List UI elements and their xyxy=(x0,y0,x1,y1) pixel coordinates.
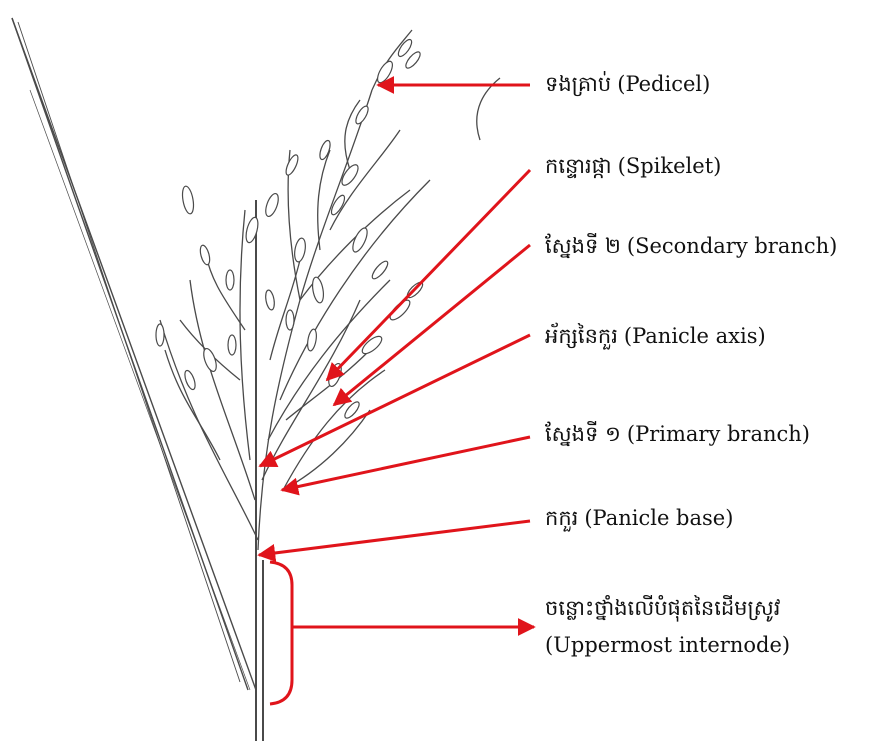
label-uppermost-internode: ចន្លោះថ្នាំងលើបំផុតនៃដើមស្រូវ (Uppermost… xyxy=(545,598,790,656)
label-panicle-axis: អ័ក្សនៃកួរ(Panicle axis) xyxy=(545,326,766,347)
label-panicle-base-km: កកួរ xyxy=(545,506,578,530)
label-primary-branch-km: ស្នែងទី ១ xyxy=(545,422,621,446)
panicle-branches xyxy=(160,30,500,550)
label-primary-branch-en: (Primary branch) xyxy=(627,422,810,446)
label-panicle-axis-km: អ័ក្សនៃកួរ xyxy=(545,324,618,348)
label-spikelet: កន្ទោរផ្កា(Spikelet) xyxy=(545,156,721,177)
label-spikelet-en: (Spikelet) xyxy=(618,154,722,178)
flag-leaf xyxy=(12,18,256,690)
label-panicle-base: កកួរ(Panicle base) xyxy=(545,508,733,529)
label-primary-branch: ស្នែងទី ១(Primary branch) xyxy=(545,424,810,445)
label-spikelet-km: កន្ទោរផ្កា xyxy=(545,154,612,178)
label-pedicel-km: ទងគ្រាប់ xyxy=(545,72,611,96)
stem xyxy=(256,200,263,741)
arrow-panicle-base xyxy=(259,521,530,555)
label-panicle-base-en: (Panicle base) xyxy=(584,506,733,530)
label-panicle-axis-en: (Panicle axis) xyxy=(624,324,766,348)
label-uppermost-internode-en: (Uppermost internode) xyxy=(545,635,790,656)
label-secondary-branch-km: ស្នែងទី ២ xyxy=(545,234,621,258)
label-pedicel-en: (Pedicel) xyxy=(617,72,710,96)
label-secondary-branch: ស្នែងទី ២(Secondary branch) xyxy=(545,236,837,257)
label-secondary-branch-en: (Secondary branch) xyxy=(627,234,837,258)
internode-bracket xyxy=(270,562,292,704)
label-uppermost-internode-km: ចន្លោះថ្នាំងលើបំផុតនៃដើមស្រូវ xyxy=(545,598,790,619)
arrow-primary-branch xyxy=(282,437,530,490)
label-pedicel: ទងគ្រាប់(Pedicel) xyxy=(545,74,710,95)
